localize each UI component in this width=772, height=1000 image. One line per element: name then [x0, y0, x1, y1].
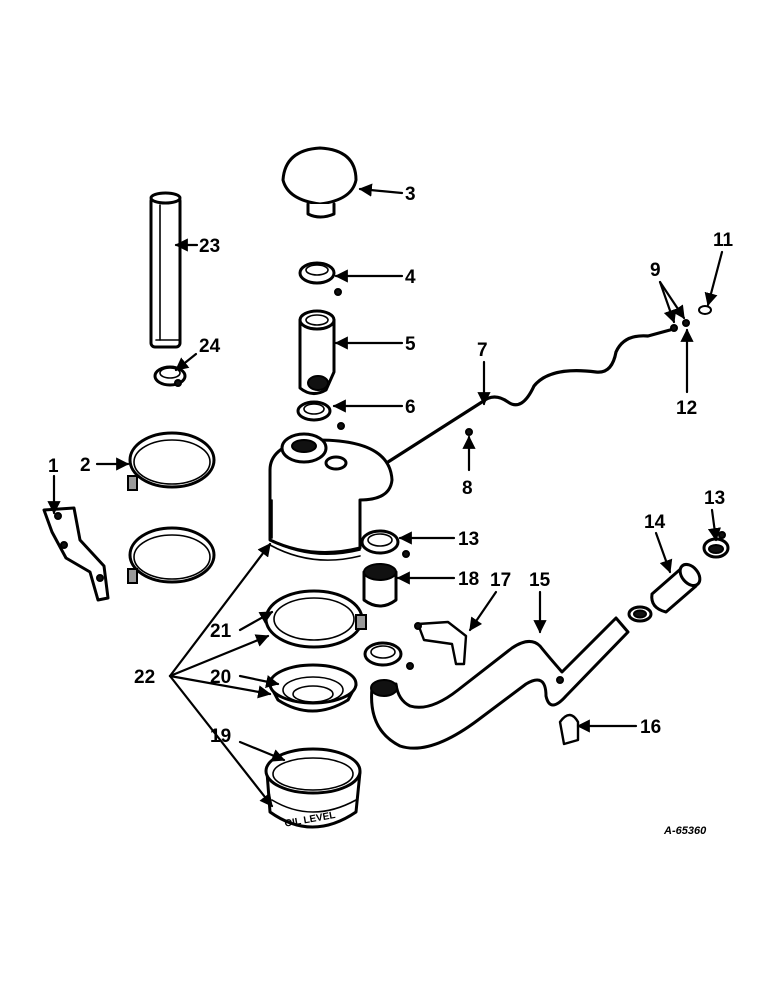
support-bracket-part	[42, 506, 110, 602]
hose-clip-part	[558, 713, 580, 746]
callout-23: 23	[199, 236, 220, 257]
rubber-sleeve-part	[362, 563, 398, 608]
intake-hose-part	[370, 616, 630, 750]
callout-15: 15	[529, 570, 551, 591]
callout-8: 8	[462, 478, 473, 499]
gasket-ring-part	[264, 589, 367, 649]
hose-clamp-body-part	[360, 529, 410, 558]
callout-12: 12	[676, 398, 697, 419]
callout-1: 1	[48, 456, 59, 477]
hose-bracket-part	[414, 620, 468, 666]
callout-3: 3	[405, 184, 416, 205]
callout-13-right: 13	[704, 488, 725, 509]
oil-cup-inner-part	[268, 663, 358, 713]
callout-5: 5	[405, 334, 416, 355]
drawing-code: A-65360	[663, 825, 707, 837]
callout-17: 17	[490, 570, 511, 591]
callout-13-body: 13	[458, 529, 479, 550]
inlet-elbow-part	[298, 309, 336, 395]
leader-lines	[47, 183, 724, 808]
callout-19: 19	[210, 726, 231, 747]
tube-clamp-part	[153, 365, 187, 387]
callout-18: 18	[458, 569, 479, 590]
air-cleaner-body-part	[268, 432, 394, 561]
pre-cleaner-cap-part	[281, 146, 358, 219]
callout-24: 24	[199, 336, 221, 357]
callout-4: 4	[405, 267, 416, 288]
cap-clamp-part	[298, 261, 342, 296]
callout-14: 14	[644, 512, 666, 533]
hose-clamp-lower-part	[363, 641, 414, 670]
callout-16: 16	[640, 717, 661, 738]
callout-labels: 1 2 3 4 5 6 7 8 9 11 12 13 13 14 15 16 1…	[48, 184, 734, 837]
callout-20: 20	[210, 667, 231, 688]
extension-tube-part	[149, 191, 182, 349]
mounting-band-upper-part	[127, 431, 216, 491]
hose-clamp-right-part	[627, 605, 653, 623]
breather-tube-part	[386, 328, 672, 464]
callout-9: 9	[650, 260, 661, 281]
tube-end-fittings-part	[670, 305, 712, 332]
callout-2: 2	[80, 455, 91, 476]
callout-22: 22	[134, 667, 155, 688]
tube-fitting-part	[465, 428, 473, 436]
hose-connector-part	[650, 562, 702, 614]
callout-7: 7	[477, 340, 488, 361]
mounting-band-lower-part	[127, 526, 216, 584]
callout-6: 6	[405, 397, 416, 418]
callout-11: 11	[713, 230, 734, 251]
callout-21: 21	[210, 621, 232, 642]
elbow-clamp-part	[296, 400, 345, 430]
oil-cup-part: OIL LEVEL	[264, 747, 362, 830]
